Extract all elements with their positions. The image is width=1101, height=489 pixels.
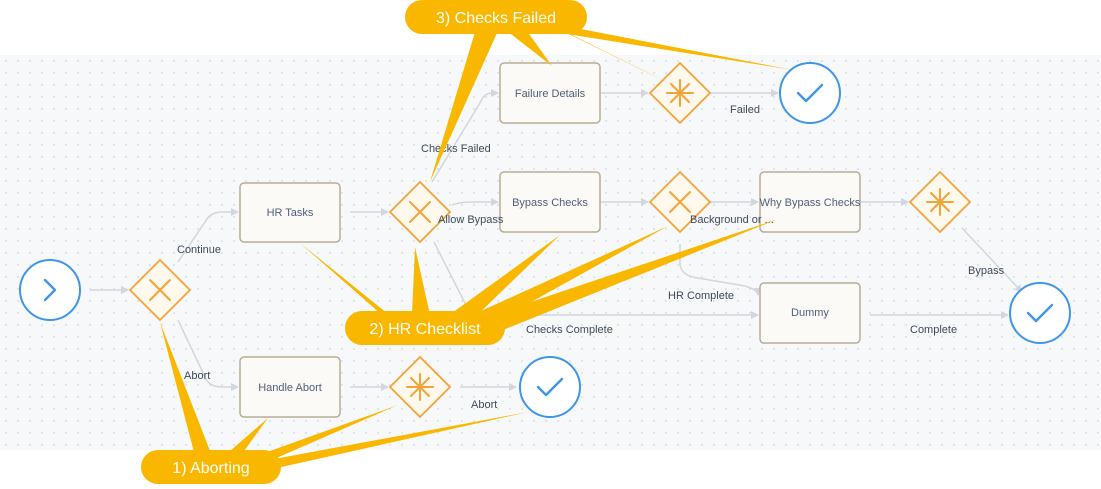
gateway-bypass-join[interactable] [908,170,972,234]
gateway-bypass-decision[interactable] [648,170,712,234]
callout-pointer [498,24,552,66]
connector-abort [177,319,239,391]
connector-continue [177,208,239,263]
edge-labels: Continue Abort Checks Failed Allow Bypas… [177,104,1005,411]
callout-pointer [480,219,778,332]
callout-pointer [540,20,675,86]
callout-pointer [160,322,212,456]
callout-aborting: 1) Aborting [141,322,528,484]
callout-pointer [412,247,430,315]
callout-label: 2) HR Checklist [369,321,481,338]
callout-pointer [470,226,668,326]
callout-box [345,311,505,345]
task-label: Dummy [791,307,829,319]
asterisk-icon [406,373,434,401]
task-why-bypass-checks[interactable]: Why Bypass Checks [759,171,861,233]
gateway-failure-join[interactable] [648,61,712,125]
task-label: Bypass Checks [512,197,588,209]
callout-pointer [452,235,560,322]
callout-box [141,450,281,484]
edge-label-bypass: Bypass [968,265,1005,277]
callout-label: 1) Aborting [172,460,249,477]
task-label: Why Bypass Checks [760,197,861,209]
edge-label-abort: Abort [184,370,210,382]
task-hr-tasks[interactable]: HR Tasks [239,182,341,243]
x-icon [409,201,431,223]
task-handle-abort[interactable]: Handle Abort [239,356,341,418]
connector-checks-failed [431,89,499,183]
connector-hr-complete [679,244,762,296]
edge-label-abort-end: Abort [471,399,497,411]
task-label: Handle Abort [258,382,322,394]
end-event-abort[interactable] [519,356,581,418]
checkmark-icon [536,377,564,397]
task-bypass-checks[interactable]: Bypass Checks [499,171,601,233]
edge-label-continue: Continue [177,244,221,256]
gateway-main[interactable] [128,258,192,322]
callout-pointer [300,243,398,322]
connector-allow-bypass [451,198,499,206]
gateway-hr-checklist[interactable] [388,180,452,244]
asterisk-icon [666,79,694,107]
callout-pointer [555,24,793,70]
end-event-failed[interactable] [779,62,841,124]
callout-box [405,0,587,34]
x-icon [669,191,691,213]
task-dummy[interactable]: Dummy [759,282,861,344]
edge-label-background: Background or ... [690,214,774,226]
edge-label-hr-complete: HR Complete [668,290,734,302]
start-event[interactable] [19,259,81,321]
connector-bypass [961,227,1023,293]
callout-pointer [245,405,398,466]
task-failure-details[interactable]: Failure Details [499,62,601,124]
edge-label-allow-bypass: Allow Bypass [438,214,504,226]
end-event-complete[interactable] [1009,282,1071,344]
edge-label-checks-failed: Checks Failed [421,143,491,155]
edge-label-complete: Complete [910,324,957,336]
gateway-abort-join[interactable] [388,355,452,419]
edge-label-checks-complete: Checks Complete [526,324,613,336]
task-label: Failure Details [515,88,586,100]
callout-pointer [430,22,502,182]
connectors [90,89,1023,391]
x-icon [149,279,171,301]
callout-label: 3) Checks Failed [436,10,556,27]
asterisk-icon [926,188,954,216]
task-label: HR Tasks [267,207,314,219]
callout-pointer [258,412,528,470]
chevron-right-icon [43,278,57,302]
callout-checks-failed: 3) Checks Failed [405,0,793,182]
callout-hr-checklist: 2) HR Checklist [300,219,778,345]
checkmark-icon [1026,303,1054,323]
checkmark-icon [796,83,824,103]
edge-label-failed: Failed [730,104,760,116]
